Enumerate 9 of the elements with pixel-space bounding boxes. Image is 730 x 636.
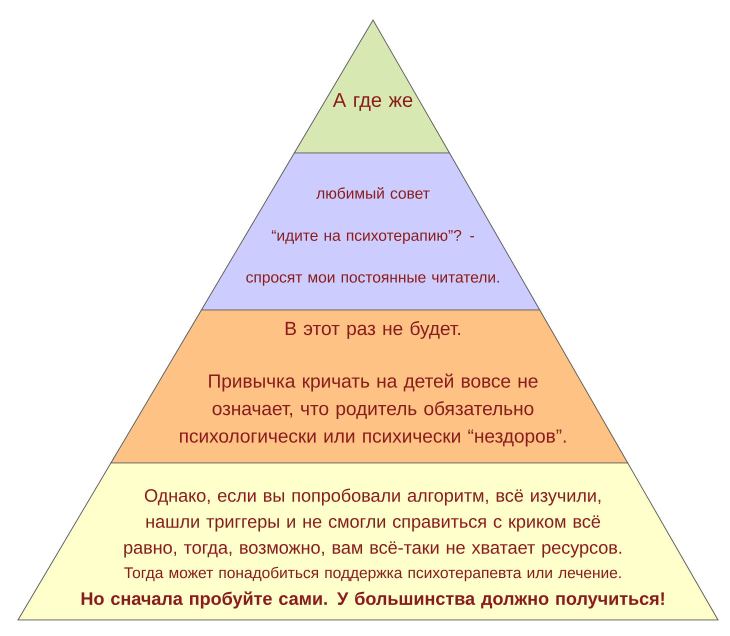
level-text: Однако, если вы попробовали алгоритм, всё изучили, нашли триггеры и не смогли справиться с криком всё равно, тогда, возможно, вам всё-таки не хватает ресурсов. [124,488,622,558]
level-text: А где же [332,93,412,111]
level-text: “идите на психотерапию”? - [272,230,474,244]
level-text: Тогда может понадобиться поддержка психотерапевта или лечение. [124,566,621,582]
level-text: Но сначала пробуйте сами. У большинства должно получиться! [82,591,664,609]
level-text: В этот раз не будет. [286,321,460,339]
level-text: спросят мои постоянные читатели. [246,274,499,286]
level-text: любимый совет [316,187,430,199]
level-text: Привычка кричать на детей вовсе не означает, что родитель обязательно психологически или психически “нездоров”. [180,373,566,446]
